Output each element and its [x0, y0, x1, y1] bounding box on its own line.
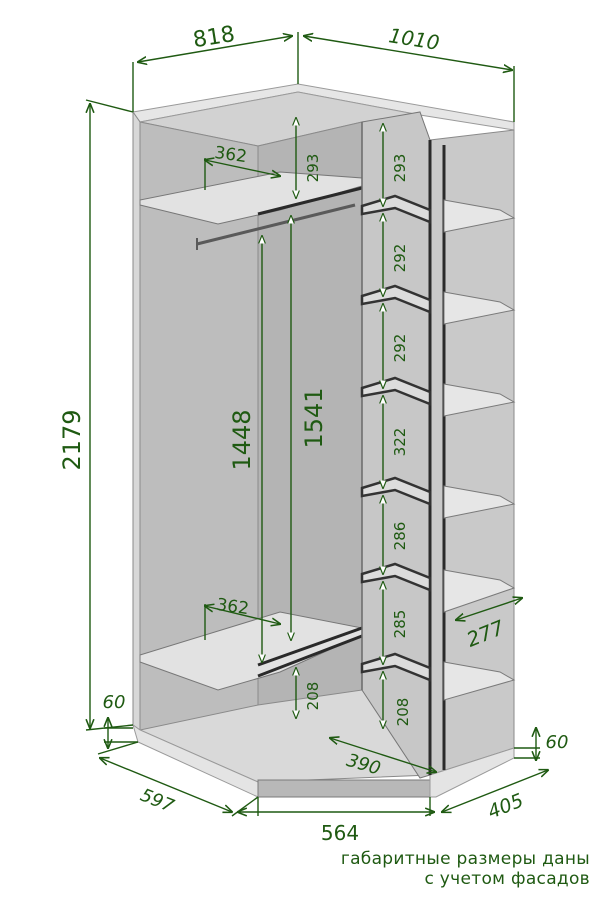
inner-shelf [360, 476, 432, 506]
inner-shelf [360, 652, 432, 682]
label-1448: 1448 [228, 409, 256, 470]
label-gap-7: 208 [394, 698, 412, 727]
label-60-left: 60 [103, 692, 126, 713]
label-818: 818 [191, 22, 236, 53]
label-1541: 1541 [300, 387, 328, 448]
inner-shelf [360, 562, 432, 592]
label-208-left: 208 [304, 682, 322, 711]
ext-line [231, 796, 259, 817]
lower-shelf-edge-2 [257, 626, 363, 667]
label-362-upper: 362 [213, 143, 248, 167]
label-gap-4: 322 [391, 428, 409, 457]
side-shelf [443, 199, 516, 233]
label-60-right: 60 [546, 732, 569, 753]
caption-line-2: с учетом фасадов [424, 869, 590, 889]
hanging-rod [196, 203, 356, 246]
label-2179: 2179 [58, 409, 86, 470]
ext-line [85, 99, 134, 113]
dim-line-405 [442, 770, 548, 812]
left-side-panel [132, 110, 141, 731]
caption-line-1: габаритные размеры даны [340, 849, 590, 869]
label-gap-2: 292 [391, 244, 409, 273]
inner-shelf [360, 194, 432, 224]
dim-line-362-lower [205, 606, 280, 624]
side-shelf [443, 291, 516, 325]
label-405: 405 [485, 789, 527, 823]
inner-shelf [360, 284, 432, 314]
side-shelf [443, 485, 516, 519]
label-gap-5: 286 [391, 522, 409, 551]
dim-line-390 [330, 738, 436, 772]
side-shelf [443, 383, 516, 417]
side-shelf [443, 661, 516, 701]
upper-shelf-edge [257, 186, 363, 216]
dimension-lines [86, 32, 548, 816]
label-564: 564 [321, 821, 359, 845]
label-gap-3: 292 [391, 334, 409, 363]
label-362-lower: 362 [215, 595, 250, 619]
label-1010: 1010 [387, 23, 441, 55]
inner-shelves [360, 194, 432, 682]
dim-line-277 [456, 598, 522, 620]
plinth-front [257, 779, 431, 798]
label-597: 597 [137, 785, 177, 818]
dim-line-362-upper [205, 160, 280, 176]
label-gap-6: 285 [391, 610, 409, 639]
inner-shelf [360, 376, 432, 406]
caption: габаритные размеры даны с учетом фасадов [341, 849, 590, 889]
lower-shelf-edge [257, 634, 363, 678]
dim-line-818 [138, 36, 292, 62]
dim-line-597 [100, 758, 232, 812]
ext-line [97, 741, 139, 755]
label-gap-1: 293 [391, 154, 409, 183]
dim-line-1010 [304, 36, 512, 70]
label-293-top: 293 [304, 154, 322, 183]
